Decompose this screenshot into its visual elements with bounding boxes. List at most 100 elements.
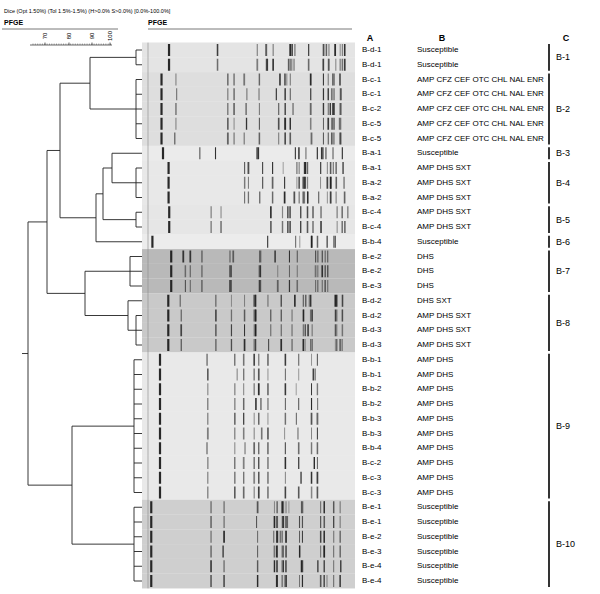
gel-band xyxy=(303,324,304,336)
gel-band xyxy=(295,236,296,248)
resistance-profile: Susceptible xyxy=(417,503,458,511)
gel-band xyxy=(257,546,258,558)
dendrogram-branch xyxy=(103,219,136,220)
gel-band xyxy=(289,265,290,277)
gel-band xyxy=(290,74,291,86)
gel-lane xyxy=(142,485,355,500)
cluster-label: B-4 xyxy=(556,178,570,187)
gel-band xyxy=(332,118,333,130)
dendrogram-branch xyxy=(136,227,142,228)
gel-band xyxy=(283,162,284,174)
header-rule xyxy=(148,29,352,30)
gel-band xyxy=(340,546,341,558)
gel-band xyxy=(267,59,268,71)
gel-band xyxy=(342,206,343,218)
resistance-profile: AMP DHS SXT xyxy=(417,223,471,231)
gel-band xyxy=(285,442,286,454)
gel-band xyxy=(302,177,304,189)
gel-band xyxy=(290,88,291,100)
gel-band xyxy=(150,501,152,513)
gel-band xyxy=(320,162,321,174)
lane-ground xyxy=(142,544,355,559)
gel-band xyxy=(285,546,286,558)
gel-band xyxy=(266,44,267,56)
gel-band xyxy=(342,310,343,322)
gel-band xyxy=(282,531,283,543)
gel-band xyxy=(244,295,245,307)
dendrogram-branch xyxy=(47,150,60,151)
gel-band xyxy=(299,516,300,528)
gel-band xyxy=(285,575,286,587)
gel-band xyxy=(302,192,303,204)
gel-band xyxy=(298,487,300,499)
gel-band xyxy=(223,560,225,572)
gel-band xyxy=(215,310,217,322)
gel-band xyxy=(220,221,222,233)
gel-band xyxy=(267,236,268,248)
gel-band xyxy=(231,310,232,322)
gel-band xyxy=(258,383,260,395)
gel-band xyxy=(330,103,331,115)
gel-band xyxy=(332,103,334,115)
gel-lane xyxy=(142,500,355,515)
gel-band xyxy=(270,310,271,322)
gel-band xyxy=(322,251,323,263)
gel-band xyxy=(317,265,318,277)
gel-band xyxy=(255,310,257,322)
gel-band xyxy=(215,339,216,351)
gel-band xyxy=(282,206,283,218)
gel-band xyxy=(317,236,319,248)
gel-band xyxy=(234,133,235,145)
lane-ground xyxy=(142,190,355,205)
gel-band xyxy=(305,324,306,336)
gel-band xyxy=(267,398,269,410)
gel-band xyxy=(257,575,258,587)
gel-band xyxy=(320,516,321,528)
lane-ground xyxy=(142,220,355,235)
gel-band xyxy=(287,516,288,528)
scale-tick xyxy=(33,44,34,46)
gel-band xyxy=(289,133,291,145)
resistance-profile: AMP DHS xyxy=(417,385,453,393)
gel-band xyxy=(326,177,328,189)
isolate-id: B-b-4 xyxy=(362,238,382,246)
gel-band xyxy=(289,221,290,233)
gel-band xyxy=(282,516,284,528)
gel-band xyxy=(231,339,232,351)
gel-band xyxy=(336,177,338,189)
lane-ground xyxy=(142,397,355,412)
cluster-bracket xyxy=(548,354,550,499)
gel-band xyxy=(284,88,285,100)
cluster-label: B-9 xyxy=(556,422,570,431)
gel-band xyxy=(324,560,325,572)
gel-band xyxy=(336,324,337,336)
gel-band xyxy=(210,206,211,218)
gel-band xyxy=(333,575,334,587)
gel-band xyxy=(324,516,325,528)
gel-band xyxy=(244,339,246,351)
column-header: A xyxy=(367,34,374,43)
isolate-id: B-c-1 xyxy=(362,90,381,98)
isolate-id: B-b-1 xyxy=(362,371,382,379)
gel-band xyxy=(303,295,304,307)
lane-ground xyxy=(142,72,355,87)
gel-band xyxy=(259,88,260,100)
resistance-profile: AMP DHS SXT xyxy=(417,326,471,334)
lane-ground xyxy=(142,249,355,264)
gel-band xyxy=(254,295,255,307)
dendrogram-branch xyxy=(136,212,142,213)
scale-tick xyxy=(108,44,109,46)
gel-band xyxy=(342,295,343,307)
gel-band xyxy=(305,295,306,307)
gel-band xyxy=(284,177,285,189)
gel-band xyxy=(290,44,291,56)
gel-band xyxy=(243,472,244,484)
gel-band xyxy=(310,310,312,322)
resistance-profile: AMP DHS SXT xyxy=(417,312,471,320)
lane-ground xyxy=(142,411,355,426)
gel-band xyxy=(318,192,319,204)
gel-band xyxy=(324,531,325,543)
dendrogram-branch xyxy=(112,182,136,183)
column-header: C xyxy=(563,34,570,43)
